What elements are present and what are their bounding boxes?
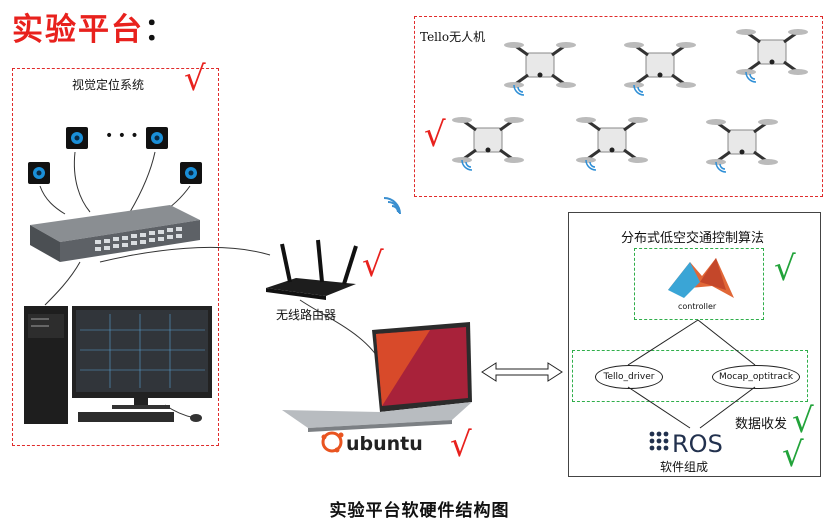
router-icon [266, 239, 358, 300]
software-label: 软件组成 [660, 460, 709, 474]
drone-icon [736, 29, 808, 83]
check-mark-icon: √ [362, 245, 384, 285]
mocap-node: Mocap_optitrack [712, 365, 800, 389]
drone-icons [452, 29, 808, 173]
drone-icon [624, 42, 696, 96]
drone-icon [504, 42, 576, 96]
figure-caption: 实验平台软硬件结构图 [329, 501, 510, 521]
ubuntu-logo-icon [321, 431, 344, 453]
algorithm-box [634, 248, 764, 320]
data-exchange-label: 数据收发 [735, 417, 788, 432]
software-box [568, 212, 821, 477]
drone-icon [452, 117, 524, 171]
tello-driver-node: Tello_driver [595, 365, 663, 389]
drone-box [414, 16, 823, 197]
algorithm-label: 分布式低空交通控制算法 [621, 231, 765, 246]
vision-system-label: 视觉定位系统 [72, 78, 145, 92]
ubuntu-wordmark: ubuntu [346, 433, 423, 455]
tello-driver-label: Tello_driver [603, 372, 655, 382]
mocap-label: Mocap_optitrack [718, 372, 794, 382]
title-text: 实验平台 [12, 12, 144, 48]
title-colon: ： [144, 12, 177, 48]
matlab-logo-icon [668, 258, 734, 298]
ros-nodes-box [572, 350, 808, 402]
network-switch-icon [30, 205, 200, 262]
monitor-icon [72, 306, 212, 422]
check-mark-icon: √ [184, 59, 206, 99]
double-arrow-icon [481, 362, 563, 382]
check-mark-icon: √ [792, 401, 814, 441]
ros-logo-icon [649, 431, 669, 451]
check-mark-icon: √ [450, 425, 472, 465]
controller-label: controller [678, 302, 717, 311]
ros-graph-edges [627, 319, 756, 429]
vision-system-box [12, 68, 219, 446]
drone-label: Tello无人机 [420, 30, 486, 44]
drone-icon [706, 119, 778, 173]
drone-icon [576, 117, 648, 171]
camera-ellipsis: • • • [105, 128, 139, 144]
ros-wordmark: ROS [672, 430, 723, 458]
check-mark-icon: √ [782, 435, 804, 475]
pc-tower-icon [24, 306, 68, 424]
check-mark-icon: √ [774, 249, 796, 289]
page-title: 实验平台： [12, 4, 177, 49]
check-mark-icon: √ [424, 115, 446, 155]
router-label: 无线路由器 [276, 308, 337, 322]
router-wifi-icon [383, 197, 401, 215]
camera-icons [28, 127, 202, 184]
laptop-icon [282, 322, 472, 432]
